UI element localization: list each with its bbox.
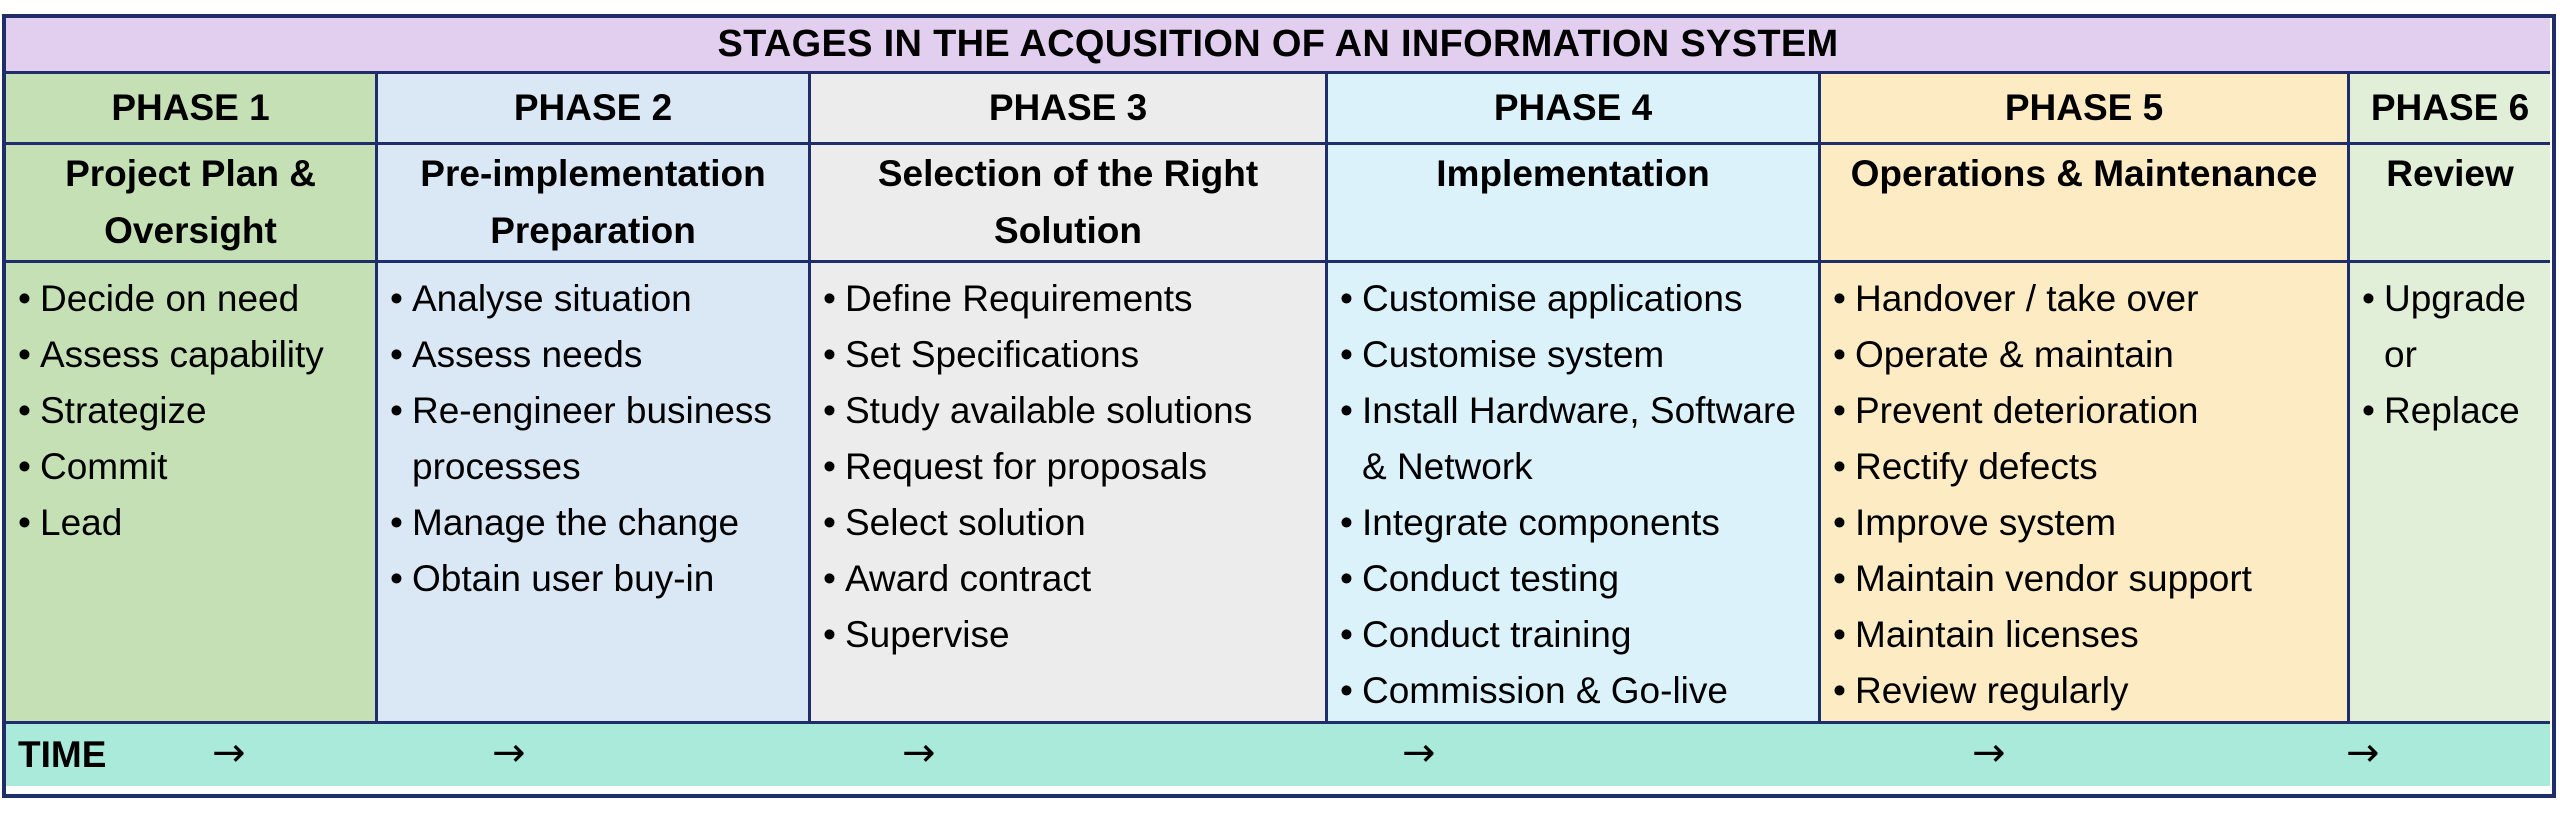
list-item: Supervise [821, 607, 1325, 663]
acquisition-stages-table: STAGES IN THE ACQUSITION OF AN INFORMATI… [2, 14, 2556, 798]
phase-6-header: PHASE 6 [2350, 74, 2550, 145]
list-item: Conduct training [1338, 607, 1818, 663]
list-item: Integrate components [1338, 495, 1818, 551]
list-item: Improve system [1831, 495, 2347, 551]
list-item: Review regularly [1831, 663, 2347, 719]
list-item: Request for proposals [821, 439, 1325, 495]
phase-3-activities: Define Requirements Set Specifications S… [811, 263, 1328, 724]
phase-4-name: Implementation [1328, 145, 1821, 263]
phase-6-activities: Upgrade or Replace [2350, 263, 2550, 724]
list-item: Commission & Go-live [1338, 663, 1818, 719]
list-item: Analyse situation [388, 271, 808, 327]
phase-1-list: Decide on need Assess capability Strateg… [6, 263, 375, 551]
list-item: Operate & maintain [1831, 327, 2347, 383]
time-bar: TIME → → → → → → [6, 724, 2550, 786]
list-item: Conduct testing [1338, 551, 1818, 607]
list-item: Maintain licenses [1831, 607, 2347, 663]
list-item: Select solution [821, 495, 1325, 551]
list-item: Manage the change [388, 495, 808, 551]
phase-1-name: Project Plan & Oversight [6, 145, 378, 263]
phase-3-header: PHASE 3 [811, 74, 1328, 145]
list-item: Study available solutions [821, 383, 1325, 439]
list-item: Rectify defects [1831, 439, 2347, 495]
list-item: Assess needs [388, 327, 808, 383]
phase-3-list: Define Requirements Set Specifications S… [811, 263, 1325, 663]
phase-6-list: Upgrade or Replace [2350, 263, 2550, 439]
list-item: Customise applications [1338, 271, 1818, 327]
list-item: Re-engineer business processes [388, 383, 808, 495]
list-item: Lead [16, 495, 375, 551]
time-arrow-icon: → [1402, 730, 1436, 776]
phase-5-activities: Handover / take over Operate & maintain … [1821, 263, 2350, 724]
list-item: Award contract [821, 551, 1325, 607]
phase-2-list: Analyse situation Assess needs Re-engine… [378, 263, 808, 607]
list-item: Commit [16, 439, 375, 495]
table-title: STAGES IN THE ACQUSITION OF AN INFORMATI… [6, 18, 2550, 74]
phase-5-list: Handover / take over Operate & maintain … [1821, 263, 2347, 719]
list-item: Handover / take over [1831, 271, 2347, 327]
time-arrow-icon: → [212, 730, 246, 776]
phase-5-name: Operations & Maintenance [1821, 145, 2350, 263]
time-label: TIME [18, 734, 107, 775]
time-arrow-icon: → [902, 730, 936, 776]
list-item: Set Specifications [821, 327, 1325, 383]
list-item: Assess capability [16, 327, 375, 383]
list-item: Upgrade or [2360, 271, 2550, 383]
phase-2-activities: Analyse situation Assess needs Re-engine… [378, 263, 811, 724]
list-item: Obtain user buy-in [388, 551, 808, 607]
time-arrow-icon: → [492, 730, 526, 776]
list-item: Define Requirements [821, 271, 1325, 327]
list-item: Replace [2360, 383, 2550, 439]
phase-2-header: PHASE 2 [378, 74, 811, 145]
phase-1-header: PHASE 1 [6, 74, 378, 145]
list-item: Maintain vendor support [1831, 551, 2347, 607]
phase-4-activities: Customise applications Customise system … [1328, 263, 1821, 724]
list-item: Strategize [16, 383, 375, 439]
phase-6-name: Review [2350, 145, 2550, 263]
list-item: Prevent deterioration [1831, 383, 2347, 439]
time-arrow-icon: → [2346, 730, 2380, 776]
phase-3-name: Selection of the Right Solution [811, 145, 1328, 263]
phase-4-header: PHASE 4 [1328, 74, 1821, 145]
list-item: Install Hardware, Software & Network [1338, 383, 1818, 495]
phase-2-name: Pre-implementation Preparation [378, 145, 811, 263]
list-item: Decide on need [16, 271, 375, 327]
time-arrow-icon: → [1972, 730, 2006, 776]
list-item: Customise system [1338, 327, 1818, 383]
phase-1-activities: Decide on need Assess capability Strateg… [6, 263, 378, 724]
phase-4-list: Customise applications Customise system … [1328, 263, 1818, 719]
phase-5-header: PHASE 5 [1821, 74, 2350, 145]
